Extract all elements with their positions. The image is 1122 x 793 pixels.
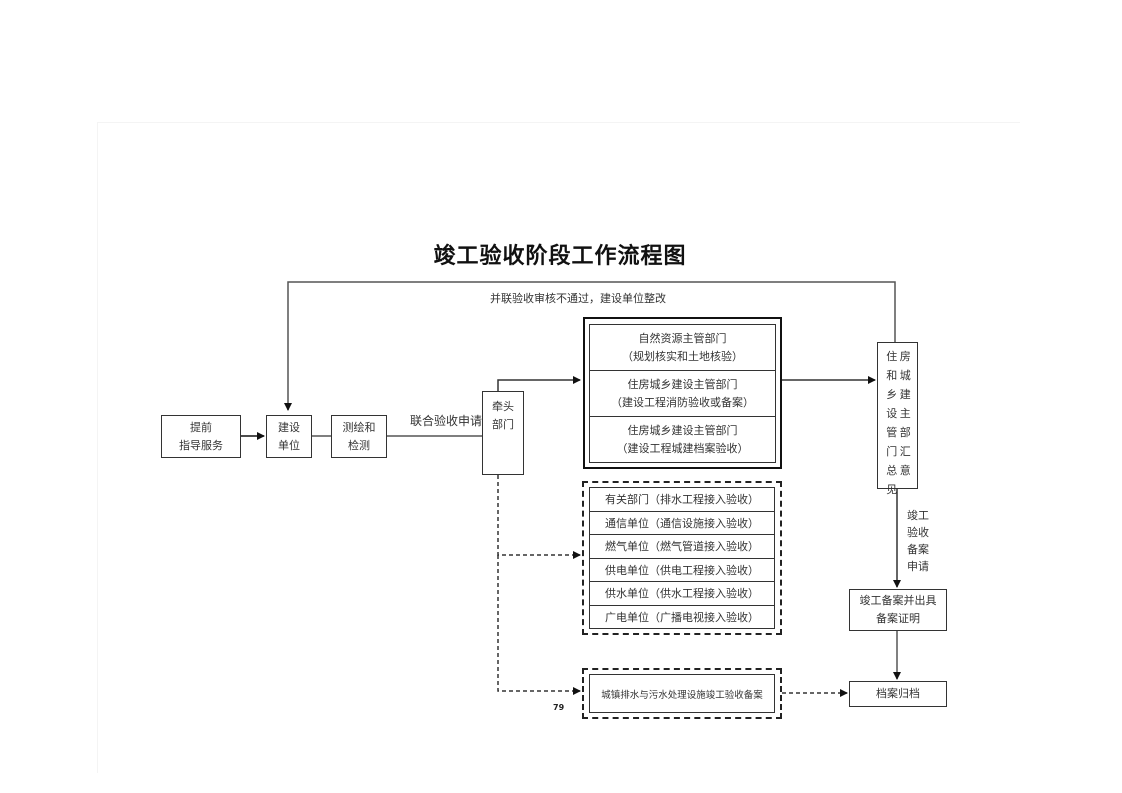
label-line: 申请 xyxy=(907,560,929,573)
vchar: 乡 xyxy=(886,388,898,401)
node-survey-detect[interactable]: 测绘和 检测 xyxy=(331,415,387,458)
feedback-label: 并联验收审核不通过，建设单位整改 xyxy=(490,292,666,305)
node-text: 竣工备案并出具 xyxy=(859,594,937,607)
parallel-dept-archive-acceptance[interactable]: 住房城乡建设主管部门 （建设工程城建档案验收） xyxy=(590,417,775,462)
parallel-dept-natural-resources[interactable]: 自然资源主管部门 （规划核实和土地核验） xyxy=(590,325,775,371)
vchar: 意 xyxy=(899,464,911,477)
filing-application-label: 竣工 验收 备案 申请 xyxy=(904,507,932,575)
vchar: 见 xyxy=(886,483,898,496)
node-text: 指导服务 xyxy=(179,438,223,452)
dept-name: 住房城乡建设主管部门 xyxy=(627,377,738,391)
dept-task: （建设工程城建档案验收） xyxy=(616,441,749,455)
utility-unit-row[interactable]: 供电单位（供电工程接入验收） xyxy=(590,559,774,582)
drainage-filing-group: 城镇排水与污水处理设施竣工验收备案 xyxy=(582,668,782,719)
node-housing-summary[interactable]: 住 房 和 城 乡 建 设 主 管 部 门 汇 总 意 见 xyxy=(877,342,918,496)
vchar: 汇 xyxy=(899,445,911,458)
vchar: 房 xyxy=(899,350,911,363)
node-text: 检测 xyxy=(348,438,370,452)
node-text: 部门 xyxy=(492,418,514,431)
page-frame xyxy=(97,122,1020,773)
vchar: 总 xyxy=(886,464,898,477)
vchar: 和 xyxy=(886,369,898,382)
node-filing-certificate[interactable]: 竣工备案并出具 备案证明 xyxy=(849,589,947,631)
node-lead-department[interactable]: 牵头 部门 xyxy=(482,391,524,475)
dept-task: （建设工程消防验收或备案） xyxy=(611,395,754,409)
label-line: 备案 xyxy=(907,543,929,556)
diagram-title: 竣工验收阶段工作流程图 xyxy=(433,244,687,269)
dashed-arrow-to-drainage xyxy=(497,555,581,695)
joint-application-label: 联合验收申请 xyxy=(410,414,483,428)
vchar: 建 xyxy=(899,388,911,401)
utility-unit-row[interactable]: 通信单位（通信设施接入验收） xyxy=(590,512,774,535)
utility-unit-row[interactable]: 广电单位（广播电视接入验收） xyxy=(605,610,759,624)
node-archive[interactable]: 档案归档 xyxy=(849,681,947,707)
vchar: 住 xyxy=(886,350,898,363)
vchar: 设 xyxy=(886,407,898,420)
node-text: 提前 xyxy=(190,420,212,434)
vchar: 主 xyxy=(899,407,911,420)
node-text: 建设 xyxy=(278,420,300,434)
node-construction-unit[interactable]: 建设 单位 xyxy=(266,415,312,458)
page-number: 79 xyxy=(553,703,565,712)
feedback-loop-line xyxy=(284,281,896,411)
utility-unit-row[interactable]: 燃气单位（燃气管道接入验收） xyxy=(590,535,774,559)
vchar: 城 xyxy=(899,369,911,382)
node-text: 档案归档 xyxy=(876,687,920,700)
node-advance-service[interactable]: 提前 指导服务 xyxy=(161,415,241,458)
node-text: 测绘和 xyxy=(342,420,376,434)
dashed-arrow-to-utilities xyxy=(497,475,581,559)
node-text: 牵头 xyxy=(492,400,514,413)
arrow-lead-to-parallel xyxy=(497,376,581,391)
dept-name: 自然资源主管部门 xyxy=(638,331,727,345)
label-line: 验收 xyxy=(907,526,929,539)
dept-task: （规划核实和土地核验） xyxy=(622,349,743,363)
vchar: 门 xyxy=(886,445,898,458)
vchar: 部 xyxy=(899,426,911,439)
node-text: 单位 xyxy=(278,438,300,452)
node-drainage-filing[interactable]: 城镇排水与污水处理设施竣工验收备案 xyxy=(601,689,763,701)
label-line: 竣工 xyxy=(907,509,929,522)
dept-name: 住房城乡建设主管部门 xyxy=(627,423,738,437)
parallel-dept-fire-acceptance[interactable]: 住房城乡建设主管部门 （建设工程消防验收或备案） xyxy=(590,371,775,417)
node-text: 备案证明 xyxy=(876,612,920,625)
vchar: 管 xyxy=(886,426,898,439)
utility-unit-row[interactable]: 供水单位（供水工程接入验收） xyxy=(590,582,774,606)
utility-unit-row[interactable]: 有关部门（排水工程接入验收） xyxy=(590,488,774,512)
parallel-departments-group: 自然资源主管部门 （规划核实和土地核验） 住房城乡建设主管部门 （建设工程消防验… xyxy=(583,317,782,469)
utility-units-group: 有关部门（排水工程接入验收） 通信单位（通信设施接入验收） 燃气单位（燃气管道接… xyxy=(582,481,782,635)
